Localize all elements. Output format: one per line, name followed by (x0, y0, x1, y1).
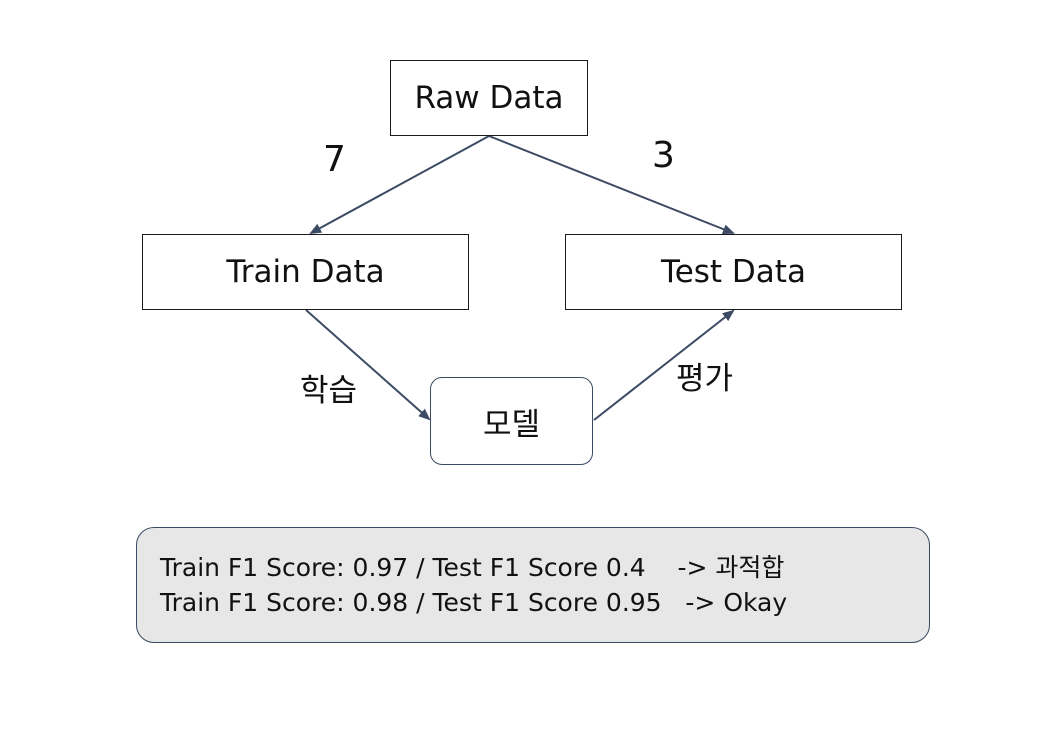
test-split-ratio-label: 3 (652, 135, 675, 176)
model-label: 모델 (482, 406, 541, 443)
train-data-label: Train Data (226, 254, 385, 290)
arrow-train-to-model (305, 309, 431, 421)
raw-data-label: Raw Data (414, 80, 564, 116)
arrow-model-to-test (593, 309, 735, 421)
arrow-raw-to-test (488, 135, 735, 234)
model-node: 모델 (430, 377, 593, 465)
learn-edge-label: 학습 (300, 373, 358, 409)
test-data-node: Test Data (565, 234, 902, 310)
summary-line-overfit: Train F1 Score: 0.97 / Test F1 Score 0.4… (160, 553, 785, 582)
train-data-node: Train Data (142, 234, 469, 310)
test-data-label: Test Data (661, 254, 806, 290)
train-split-ratio-label: 7 (323, 139, 346, 180)
summary-line-okay: Train F1 Score: 0.98 / Test F1 Score 0.9… (160, 588, 788, 617)
arrow-raw-to-train (309, 135, 490, 234)
raw-data-node: Raw Data (390, 60, 588, 136)
summary-box: Train F1 Score: 0.97 / Test F1 Score 0.4… (136, 527, 930, 643)
evaluate-edge-label: 평가 (676, 361, 734, 397)
